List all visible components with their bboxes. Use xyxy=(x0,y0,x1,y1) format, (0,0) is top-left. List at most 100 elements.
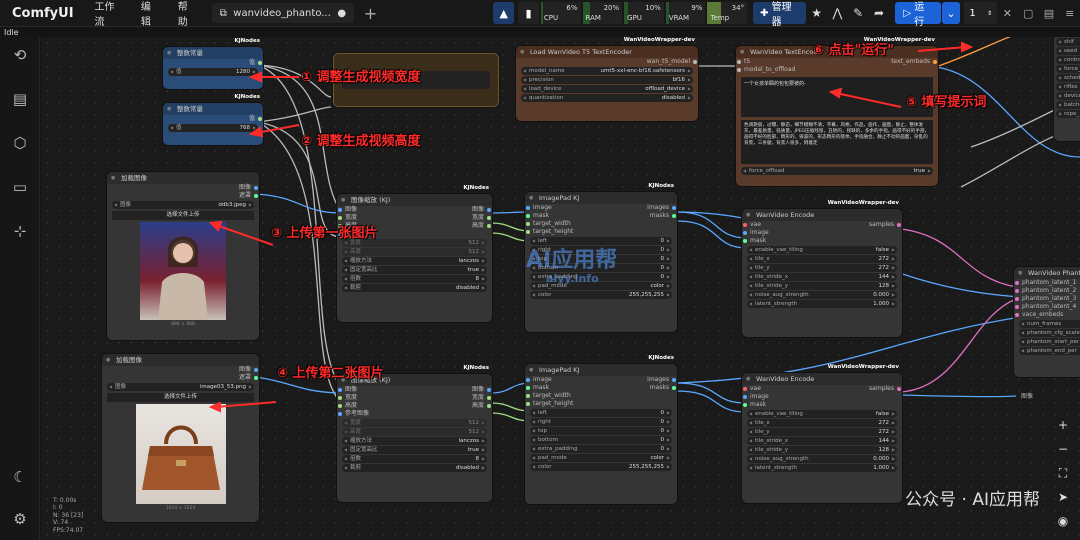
theme-moon-icon[interactable]: ☾ xyxy=(13,468,27,486)
link xyxy=(255,376,340,394)
window-icon[interactable]: ▢ xyxy=(1022,6,1034,20)
wanvideo-text-encode-node[interactable]: WanVideoWrapper-dev WanVideo TextEncode … xyxy=(736,37,938,186)
metric-ram: 20%RAM xyxy=(582,2,623,24)
arrow xyxy=(215,401,277,408)
stepper-icon[interactable]: ⇕ xyxy=(986,9,993,17)
fit-view-icon[interactable]: ⛶ xyxy=(1058,466,1068,480)
preview-image-woman xyxy=(140,222,226,320)
wanvideo-encode-node-1[interactable]: WanVideoWrapper-dev WanVideo Encode vaes… xyxy=(742,200,902,337)
link xyxy=(675,316,1022,384)
workflow-tab[interactable]: ⧉ wanvideo_phanto... ● xyxy=(211,3,355,23)
panel-icon[interactable]: ▤ xyxy=(1043,6,1055,20)
folder-icon[interactable]: ▭ xyxy=(12,178,28,196)
menu-icon[interactable]: ≡ xyxy=(1065,6,1075,20)
annotation-step-2: ② 调整生成视频高度 xyxy=(301,134,421,149)
arrow xyxy=(917,46,967,52)
run-button[interactable]: ▷ 运行 xyxy=(895,2,941,28)
annotation-arrows xyxy=(208,41,974,413)
crystools-icon[interactable]: ▲ xyxy=(493,2,515,24)
positive-prompt-textarea[interactable]: 一个女孩单瞬的包包要被的- xyxy=(741,77,933,117)
zoom-out-icon[interactable]: − xyxy=(1057,442,1069,456)
preview-image-handbag xyxy=(135,404,226,504)
arrow xyxy=(255,124,300,134)
negative-prompt-textarea[interactable]: 色调艳丽，过曝，静态，细节模糊不清，字幕，风格，作品，画作，画面，静止，整体发灰… xyxy=(741,120,933,164)
new-tab-icon[interactable]: + xyxy=(363,3,378,23)
close-icon[interactable]: ✕ xyxy=(1002,6,1012,20)
puzzle-icon: ✚ xyxy=(760,7,772,19)
metric-cpu: 6%CPU xyxy=(540,2,581,24)
lab-icon[interactable]: ⋀ xyxy=(832,6,843,20)
arrow xyxy=(215,224,274,246)
link xyxy=(675,211,747,239)
history-icon[interactable]: ⟲ xyxy=(13,46,27,64)
visibility-eye-icon[interactable]: ◉ xyxy=(1057,514,1069,528)
annotation-step-6: ⑥ 点击"运行" xyxy=(813,43,895,58)
link xyxy=(257,64,342,213)
phantom-image-input-label: 图像 xyxy=(1021,393,1034,400)
cursor-icon[interactable]: ➤ xyxy=(1057,490,1069,504)
sampler-node-partial[interactable]: shif seed contro force_o schedu riflex d… xyxy=(1054,37,1080,141)
link xyxy=(257,106,332,123)
link xyxy=(935,37,1012,68)
metric-gpu: 10%GPU xyxy=(624,2,664,24)
link xyxy=(675,390,747,413)
link xyxy=(257,121,342,403)
upload-button-1[interactable]: 选择文件上传 xyxy=(112,211,254,220)
node-library-icon[interactable]: ⬡ xyxy=(13,134,27,152)
t5-text-encoder-loader-node[interactable]: WanVideoWrapper-dev Load WanVideo T5 Tex… xyxy=(516,37,698,121)
link xyxy=(257,121,342,238)
watermark-main: AI应用帮 xyxy=(526,248,618,273)
link xyxy=(257,64,332,98)
share-icon[interactable]: ➦ xyxy=(873,6,884,20)
upload-button-2[interactable]: 选择文件上传 xyxy=(107,393,254,402)
bookmark-icon[interactable]: ▮ xyxy=(518,2,539,24)
workflow-tree-icon[interactable]: ⊹ xyxy=(13,222,27,240)
watermark-corner: 公众号 · AI应用帮 xyxy=(905,490,1040,510)
annotation-step-5: ⑤ 填写提示词 xyxy=(906,95,987,110)
menu-edit[interactable]: 编辑 xyxy=(140,2,151,28)
sidebar: ⟲ ▤ ⬡ ▭ ⊹ ☾ ⚙ xyxy=(0,37,40,540)
workflow-icon: ⧉ xyxy=(219,7,227,19)
zoom-in-icon[interactable]: + xyxy=(1057,418,1069,432)
annotation-step-4: ④ 上传第二张图片 xyxy=(277,366,384,381)
manager-button[interactable]: ✚ 管理器 xyxy=(753,2,807,28)
collapsed-node-group[interactable] xyxy=(333,53,499,107)
star-icon[interactable]: ★ xyxy=(811,6,823,20)
brush-icon[interactable]: ✎ xyxy=(853,6,864,20)
unsaved-dot: ● xyxy=(337,7,347,19)
run-options-chevron-icon[interactable]: ⌄ xyxy=(941,2,961,24)
wanvideo-phantom-node[interactable]: WanVideo Phanto phantom_latent_1 phantom… xyxy=(1014,267,1080,377)
batch-count-input[interactable]: 1⇕ xyxy=(964,2,998,24)
menu-workflow[interactable]: 工作流 xyxy=(94,2,115,28)
metric-vram: 9%VRAM xyxy=(665,2,706,24)
watermark-sub: aiyy.info xyxy=(546,272,599,285)
app-logo[interactable]: ComfyUI xyxy=(12,5,74,21)
top-bar: ComfyUI 工作流 编辑 帮助 ⧉ wanvideo_phanto... ●… xyxy=(0,0,1080,28)
settings-gear-icon[interactable]: ⚙ xyxy=(13,510,27,528)
workflow-tab-label: wanvideo_phanto... xyxy=(233,7,331,19)
menu-help[interactable]: 帮助 xyxy=(177,2,188,28)
play-icon: ▷ xyxy=(903,7,915,19)
annotation-step-3: ③ 上传第一张图片 xyxy=(271,226,378,241)
status-label: Idle xyxy=(4,28,19,37)
link xyxy=(675,220,747,249)
wanvideo-encode-node-2[interactable]: WanVideoWrapper-dev WanVideo Encode vaes… xyxy=(742,364,902,503)
queue-icon[interactable]: ▤ xyxy=(12,90,28,108)
link xyxy=(900,298,1017,393)
link xyxy=(900,228,1017,288)
link xyxy=(935,66,1080,158)
